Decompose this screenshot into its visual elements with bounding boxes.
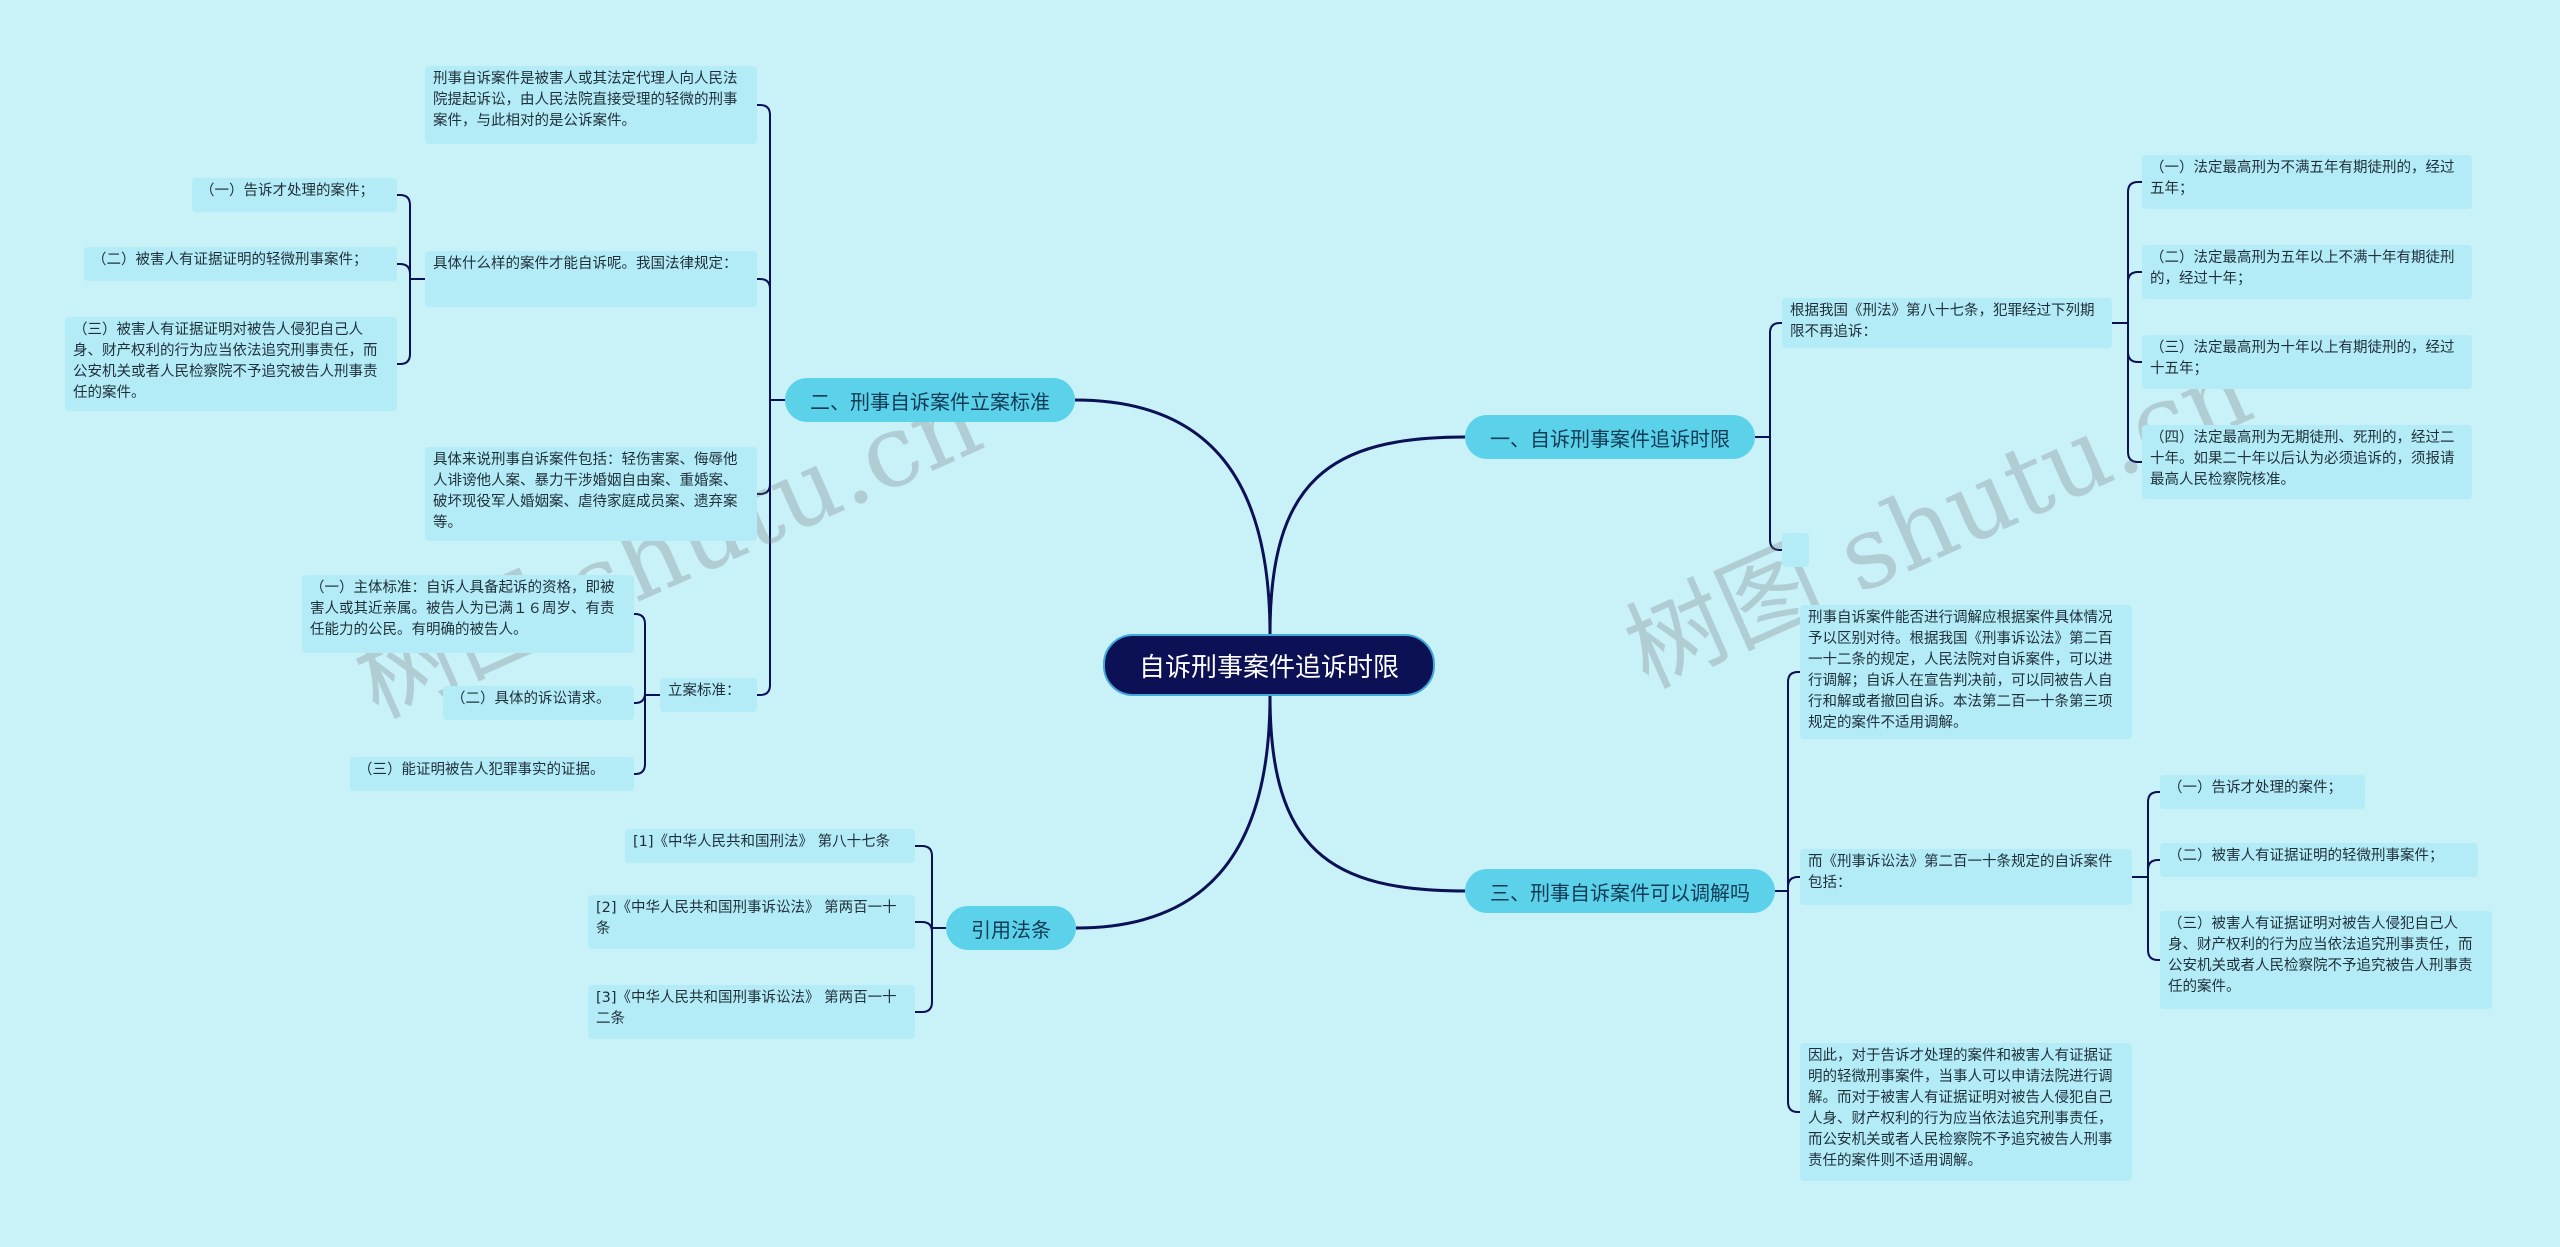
b1-item-4: （四）法定最高刑为无期徒刑、死刑的，经过二十年。如果二十年以后认为必须追诉的，须… <box>2142 425 2472 499</box>
b3-conclusion: 因此，对于告诉才处理的案件和被害人有证据证明的轻微刑事案件，当事人可以申请法院进… <box>1800 1043 2132 1181</box>
edge-b2-child-0 <box>757 104 771 116</box>
edge-b2-law-child-0 <box>397 194 411 206</box>
b1-intro: 根据我国《刑法》第八十七条，犯罪经过下列期限不再追诉： <box>1782 298 2112 348</box>
branch-filing-standards[interactable]: 二、刑事自诉案件立案标准 <box>785 378 1075 422</box>
b3-article-item-2: （二）被害人有证据证明的轻微刑事案件； <box>2160 843 2478 877</box>
b3-article-label: 而《刑事诉讼法》第二百一十条规定的自诉案件包括： <box>1800 849 2132 905</box>
b2-standard-item-3: （三）能证明被告人犯罪事实的证据。 <box>350 757 634 791</box>
b3-article-item-3: （三）被害人有证据证明对被告人侵犯自己人身、财产权利的行为应当依法追究刑事责任，… <box>2160 911 2492 1009</box>
edge-b2-child-2 <box>757 483 771 495</box>
edge-b1-intro-child-0 <box>2127 181 2142 193</box>
b2-law-item-2: （二）被害人有证据证明的轻微刑事案件； <box>84 247 397 281</box>
b1-item-1: （一）法定最高刑为不满五年有期徒刑的，经过五年； <box>2142 155 2472 209</box>
edge-root-b1 <box>1268 435 1466 635</box>
edge-b2-law-child-1 <box>397 263 411 275</box>
edge-root-b3 <box>1268 695 1466 893</box>
branch-statute-of-limitations[interactable]: 一、自诉刑事案件追诉时限 <box>1465 415 1755 459</box>
edge-b2-standard-child-1 <box>634 692 646 704</box>
b2-law-intro: 具体什么样的案件才能自诉呢。我国法律规定： <box>425 251 757 307</box>
edge-b4-child-0 <box>915 845 933 857</box>
edge-b1-intro-child-2 <box>2127 351 2142 363</box>
edge-b1-child-1 <box>1769 539 1782 551</box>
edge-b3-article-child-1 <box>2147 859 2160 871</box>
edge-b2-child-1 <box>757 278 771 290</box>
b2-law-item-1: （一）告诉才处理的案件； <box>192 178 397 212</box>
b3-intro: 刑事自诉案件能否进行调解应根据案件具体情况予以区别对待。根据我国《刑事诉讼法》第… <box>1800 605 2132 739</box>
edge-b3-child-1 <box>1787 876 1800 888</box>
edge-b3-article-child-0 <box>2147 791 2160 803</box>
b2-standard-item-2: （二）具体的诉讼请求。 <box>443 686 634 720</box>
b2-definition: 刑事自诉案件是被害人或其法定代理人向人民法院提起诉讼，由人民法院直接受理的轻微的… <box>425 66 757 144</box>
b4-item-3: [3]《中华人民共和国刑事诉讼法》 第两百一十二条 <box>588 985 915 1039</box>
b2-examples: 具体来说刑事自诉案件包括：轻伤害案、侮辱他人诽谤他人案、暴力干涉婚姻自由案、重婚… <box>425 447 757 541</box>
b4-item-1: [1]《中华人民共和国刑法》 第八十七条 <box>625 829 915 863</box>
edge-root-b4 <box>1075 695 1272 930</box>
branch-cited-laws[interactable]: 引用法条 <box>946 906 1076 950</box>
b1-item-3: （三）法定最高刑为十年以上有期徒刑的，经过十五年； <box>2142 335 2472 389</box>
b1-empty <box>1782 533 1809 567</box>
root-topic[interactable]: 自诉刑事案件追诉时限 <box>1103 634 1435 696</box>
edge-b3-child-2 <box>1787 1101 1800 1113</box>
b2-standard-item-1: （一）主体标准：自诉人具备起诉的资格，即被害人或其近亲属。被告人为已满１６周岁、… <box>302 575 634 653</box>
edge-b3-article-child-2 <box>2147 949 2160 961</box>
b4-item-2: [2]《中华人民共和国刑事诉讼法》 第两百一十条 <box>588 895 915 949</box>
edge-b4-child-2 <box>915 1001 933 1013</box>
b2-standard-label: 立案标准： <box>660 678 757 712</box>
edge-b3-child-0 <box>1787 671 1800 683</box>
edge-root-b2 <box>1074 398 1272 635</box>
edge-b1-child-0 <box>1769 322 1782 334</box>
edge-b2-standard-child-0 <box>634 613 646 625</box>
edge-b4-child-1 <box>915 921 933 933</box>
b1-item-2: （二）法定最高刑为五年以上不满十年有期徒刑的，经过十年； <box>2142 245 2472 299</box>
b3-article-item-1: （一）告诉才处理的案件； <box>2160 775 2365 809</box>
edge-b2-law-child-2 <box>397 353 411 365</box>
edge-b1-intro-child-3 <box>2127 451 2142 463</box>
branch-mediation[interactable]: 三、刑事自诉案件可以调解吗 <box>1465 869 1775 913</box>
edge-b1-intro-child-1 <box>2127 271 2142 283</box>
b2-law-item-3: （三）被害人有证据证明对被告人侵犯自己人身、财产权利的行为应当依法追究刑事责任，… <box>65 317 397 411</box>
edge-b2-standard-child-2 <box>634 763 646 775</box>
edge-b2-child-3 <box>757 684 771 696</box>
